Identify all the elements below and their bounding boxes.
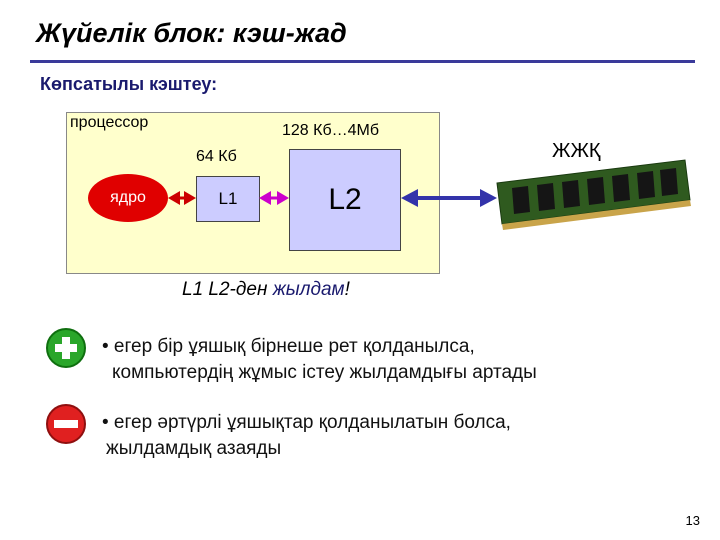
summary-prefix: L1 L2-ден bbox=[182, 279, 273, 300]
core-l1-arrow bbox=[168, 191, 196, 205]
bullet-positive-line1: • егер бір ұяшық бірнеше рет қолданылса, bbox=[102, 334, 537, 360]
speed-comparison: L1 L2-ден жылдам! bbox=[182, 279, 350, 301]
page-number: 13 bbox=[686, 513, 700, 528]
summary-suffix: ! bbox=[345, 279, 350, 300]
bullet-positive-line2: компьютердің жұмыс істеу жылдамдығы арта… bbox=[102, 360, 537, 386]
bullet-positive: • егер бір ұяшық бірнеше рет қолданылса,… bbox=[102, 334, 537, 386]
bullet-negative-line2: жылдамдық азаяды bbox=[102, 436, 511, 462]
minus-icon bbox=[46, 404, 86, 444]
l2-ram-arrow bbox=[401, 189, 497, 207]
plus-glyph bbox=[48, 330, 84, 366]
bullet-negative: • егер әртүрлі ұяшықтар қолданылатын бол… bbox=[102, 410, 511, 462]
bullet-negative-line1: • егер әртүрлі ұяшықтар қолданылатын бол… bbox=[102, 410, 511, 436]
l1-l2-arrow bbox=[259, 191, 289, 205]
plus-icon bbox=[46, 328, 86, 368]
summary-highlight: жылдам bbox=[273, 279, 345, 300]
minus-glyph bbox=[48, 406, 84, 442]
ram-module-icon bbox=[497, 160, 691, 230]
